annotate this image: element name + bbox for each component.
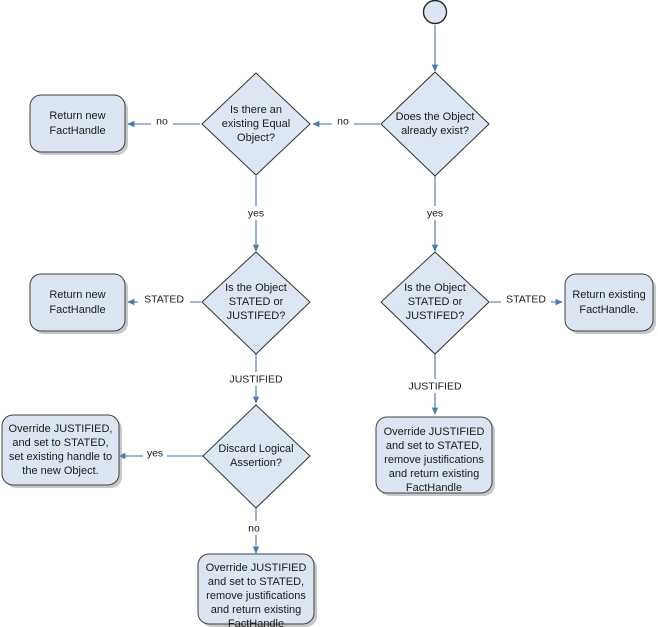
process-override-justified-right-line2: and set to STATED,	[386, 440, 482, 452]
process-override-justified-bottom-line4: and return existing	[211, 604, 302, 616]
edge-label-equal-no: no	[156, 115, 168, 127]
process-override-justified-bottom[interactable]: Override JUSTIFIED and set to STATED, re…	[197, 553, 317, 627]
edge-label-right-justified: JUSTIFIED	[408, 380, 462, 392]
process-override-justified-right-line3: remove justifications	[384, 454, 484, 466]
edge-right-stated: STATED	[490, 292, 563, 306]
process-override-justified-right-line1: Override JUSTIFIED	[384, 426, 485, 438]
decision-stated-or-justified-right-line1: Is the Object	[404, 282, 466, 294]
decision-does-object-exist-line2: already exist?	[401, 125, 469, 137]
decision-stated-or-justified-right-line3: JUSTIFED?	[406, 310, 465, 322]
edge-label-left-stated: STATED	[144, 293, 184, 305]
edge-exist-yes-down: yes	[421, 176, 449, 252]
decision-discard-logical-assertion-line1: Discard Logical	[218, 443, 293, 455]
process-return-new-facthandle-top[interactable]: Return new FactHandle	[29, 94, 128, 155]
edge-left-justified-down: JUSTIFIED	[225, 354, 287, 404]
edge-label-discard-yes: yes	[147, 447, 163, 459]
edge-label-left-justified: JUSTIFIED	[229, 373, 283, 385]
edge-label-discard-no: no	[248, 522, 260, 534]
decision-stated-or-justified-left-line2: STATED or	[229, 296, 284, 308]
process-override-justified-right-line4: and return existing	[389, 468, 480, 480]
process-override-justified-bottom-line3: remove justifications	[206, 590, 306, 602]
edge-discard-yes: yes	[118, 446, 203, 460]
process-override-justified-bottom-line5: FactHandle	[228, 618, 284, 627]
edge-right-justified-down: JUSTIFIED	[404, 354, 466, 415]
process-override-justified-set-handle-line2: and set to STATED,	[12, 437, 108, 449]
edge-exist-no-to-equal: no	[312, 114, 380, 128]
process-return-existing-facthandle-line1: Return existing	[572, 289, 645, 301]
process-override-justified-right[interactable]: Override JUSTIFIED and set to STATED, re…	[375, 416, 495, 496]
edge-label-exist-no: no	[337, 115, 349, 127]
start-node[interactable]	[422, 0, 448, 25]
decision-does-object-exist-line1: Does the Object	[396, 111, 475, 123]
decision-stated-or-justified-left[interactable]: Is the Object STATED or JUSTIFED?	[201, 251, 311, 355]
decision-discard-logical-assertion[interactable]: Discard Logical Assertion?	[202, 404, 311, 509]
process-return-existing-facthandle[interactable]: Return existing FactHandle.	[564, 273, 656, 334]
decision-stated-or-justified-left-line3: JUSTIFED?	[227, 310, 286, 322]
edge-label-equal-yes: yes	[248, 207, 264, 219]
process-return-new-facthandle-top-line1: Return new	[49, 110, 105, 122]
process-override-justified-set-handle[interactable]: Override JUSTIFIED, and set to STATED, s…	[1, 414, 122, 488]
decision-stated-or-justified-right[interactable]: Is the Object STATED or JUSTIFED?	[380, 251, 490, 355]
process-override-justified-bottom-line1: Override JUSTIFIED	[206, 562, 307, 574]
decision-discard-logical-assertion-line2: Assertion?	[230, 457, 282, 469]
edge-equal-yes-down: yes	[242, 176, 270, 252]
decision-existing-equal-object[interactable]: Is there an existing Equal Object?	[201, 72, 311, 176]
edge-discard-no-down: no	[242, 508, 266, 554]
decision-existing-equal-object-line1: Is there an	[230, 104, 282, 116]
decision-stated-or-justified-left-line1: Is the Object	[225, 282, 287, 294]
edge-label-right-stated: STATED	[506, 293, 546, 305]
process-override-justified-set-handle-line3: set existing handle to	[9, 451, 112, 463]
process-override-justified-set-handle-line1: Override JUSTIFIED,	[9, 423, 113, 435]
edge-equal-no-to-return-new: no	[127, 114, 200, 128]
decision-existing-equal-object-line2: existing Equal	[222, 118, 291, 130]
process-return-new-facthandle-mid[interactable]: Return new FactHandle	[29, 273, 128, 334]
edge-label-exist-yes: yes	[427, 207, 443, 219]
process-return-new-facthandle-mid-line2: FactHandle	[49, 304, 105, 316]
decision-does-object-exist[interactable]: Does the Object already exist?	[380, 71, 490, 177]
process-return-new-facthandle-top-line2: FactHandle	[49, 125, 105, 137]
edge-left-stated: STATED	[127, 292, 201, 306]
process-override-justified-bottom-line2: and set to STATED,	[208, 576, 304, 588]
process-return-new-facthandle-mid-line1: Return new	[49, 289, 105, 301]
decision-existing-equal-object-line3: Object?	[237, 132, 275, 144]
decision-stated-or-justified-right-line2: STATED or	[408, 296, 463, 308]
process-override-justified-right-line5: FactHandle	[406, 482, 462, 494]
process-override-justified-set-handle-line4: the new Object.	[22, 465, 98, 477]
process-return-existing-facthandle-line2: FactHandle.	[579, 304, 638, 316]
